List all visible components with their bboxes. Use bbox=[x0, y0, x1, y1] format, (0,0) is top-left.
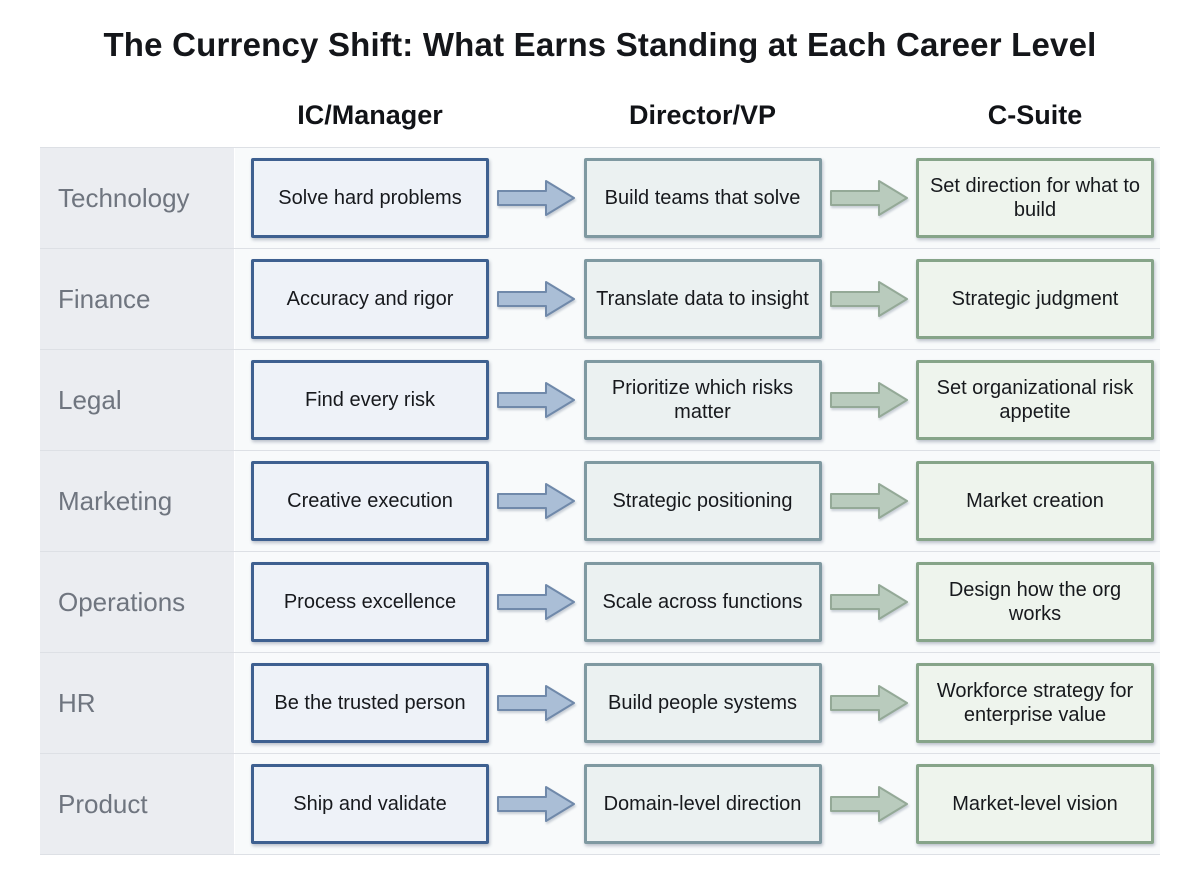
row-content: Ship and validate Domain-level direction… bbox=[235, 754, 1160, 854]
page-title: The Currency Shift: What Earns Standing … bbox=[103, 26, 1097, 63]
table-row: Marketing Creative execution Strategic p… bbox=[40, 451, 1160, 552]
arrow-right-icon bbox=[829, 180, 908, 216]
arrow-right-icon bbox=[497, 483, 576, 519]
table-row: HR Be the trusted person Build people sy… bbox=[40, 653, 1160, 754]
column-header-director-vp: Director/VP bbox=[628, 100, 777, 130]
cell-director-vp: Build teams that solve bbox=[583, 158, 822, 238]
cell-ic-manager: Find every risk bbox=[251, 360, 489, 440]
cell-director-vp: Prioritize which risks matter bbox=[583, 360, 822, 440]
arrow-right-icon bbox=[497, 180, 576, 216]
row-content: Process excellence Scale across function… bbox=[235, 552, 1160, 652]
cell-ic-manager: Accuracy and rigor bbox=[251, 259, 489, 339]
column-header-c-suite: C-Suite bbox=[987, 100, 1083, 130]
cell-c-suite: Strategic judgment bbox=[916, 259, 1154, 339]
cell-ic-manager: Solve hard problems bbox=[251, 158, 489, 238]
arrow-right-icon bbox=[829, 382, 908, 418]
table-row: Legal Find every risk Prioritize which r… bbox=[40, 350, 1160, 451]
row-content: Find every risk Prioritize which risks m… bbox=[235, 350, 1160, 450]
cell-ic-manager: Creative execution bbox=[251, 461, 489, 541]
cell-c-suite: Workforce strategy for enterprise value bbox=[916, 663, 1154, 743]
column-headers: IC/Manager Director/VP C-Suite bbox=[251, 100, 1154, 131]
row-content: Solve hard problems Build teams that sol… bbox=[235, 148, 1160, 248]
arrow-right-icon bbox=[829, 584, 908, 620]
arrow-right-icon bbox=[829, 483, 908, 519]
table-row: Technology Solve hard problems Build tea… bbox=[40, 148, 1160, 249]
row-label-hr: HR bbox=[40, 653, 235, 753]
arrow-right-icon bbox=[829, 685, 908, 721]
cell-director-vp: Domain-level direction bbox=[583, 764, 822, 844]
row-label-technology: Technology bbox=[40, 148, 235, 248]
cell-director-vp: Strategic positioning bbox=[583, 461, 822, 541]
cell-director-vp: Scale across functions bbox=[583, 562, 822, 642]
arrow-right-icon bbox=[829, 281, 908, 317]
arrow-right-icon bbox=[497, 685, 576, 721]
cell-director-vp: Translate data to insight bbox=[583, 259, 822, 339]
table-row: Finance Accuracy and rigor Translate dat… bbox=[40, 249, 1160, 350]
arrow-right-icon bbox=[829, 786, 908, 822]
arrow-right-icon bbox=[497, 584, 576, 620]
cell-c-suite: Set organizational risk appetite bbox=[916, 360, 1154, 440]
table-row: Product Ship and validate Domain-level d… bbox=[40, 754, 1160, 855]
arrow-right-icon bbox=[497, 382, 576, 418]
cell-ic-manager: Ship and validate bbox=[251, 764, 489, 844]
cell-c-suite: Market creation bbox=[916, 461, 1154, 541]
row-label-legal: Legal bbox=[40, 350, 235, 450]
cell-ic-manager: Be the trusted person bbox=[251, 663, 489, 743]
column-header-ic-manager: IC/Manager bbox=[297, 100, 443, 130]
arrow-right-icon bbox=[497, 786, 576, 822]
row-content: Creative execution Strategic positioning… bbox=[235, 451, 1160, 551]
cell-c-suite: Market-level vision bbox=[916, 764, 1154, 844]
cell-c-suite: Set direction for what to build bbox=[916, 158, 1154, 238]
cell-director-vp: Build people systems bbox=[583, 663, 822, 743]
row-content: Accuracy and rigor Translate data to ins… bbox=[235, 249, 1160, 349]
career-matrix: Technology Solve hard problems Build tea… bbox=[40, 147, 1160, 855]
table-row: Operations Process excellence Scale acro… bbox=[40, 552, 1160, 653]
arrow-right-icon bbox=[497, 281, 576, 317]
row-label-finance: Finance bbox=[40, 249, 235, 349]
row-label-product: Product bbox=[40, 754, 235, 854]
row-label-marketing: Marketing bbox=[40, 451, 235, 551]
cell-ic-manager: Process excellence bbox=[251, 562, 489, 642]
row-content: Be the trusted person Build people syste… bbox=[235, 653, 1160, 753]
row-label-operations: Operations bbox=[40, 552, 235, 652]
cell-c-suite: Design how the org works bbox=[916, 562, 1154, 642]
